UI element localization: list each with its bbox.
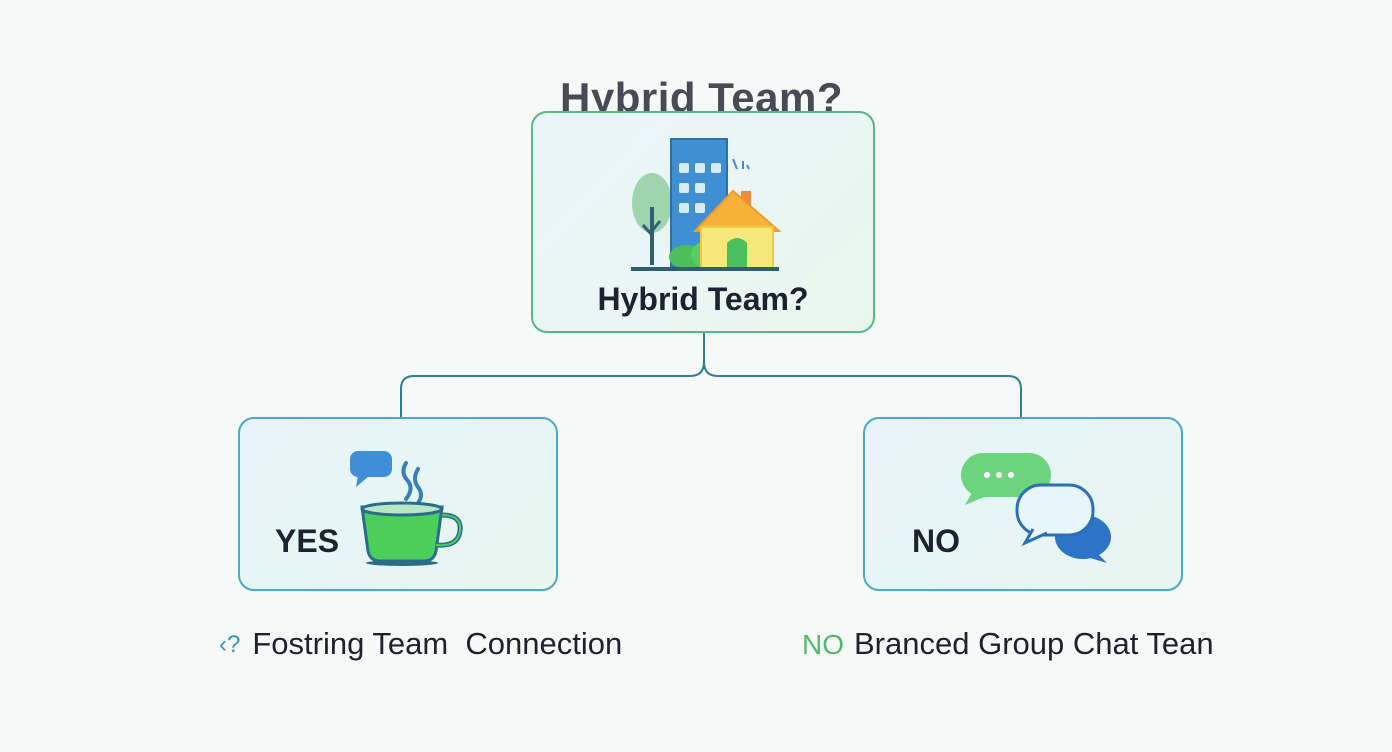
no-caption-prefix: NO [802,629,844,660]
connector-root-to-branches [400,333,1022,417]
yes-node-label: YES [275,523,340,559]
no-node: NO [863,417,1183,591]
building-house-icon [629,135,789,280]
yes-caption-prefix: ‹? [219,631,241,658]
root-node-label: Hybrid Team? [597,281,809,317]
no-caption-text: Branced Group Chat Tean [854,626,1214,661]
yes-caption: ‹? Fostring Team Connection [219,626,622,662]
no-node-label: NO [912,523,960,559]
no-caption: NO Branced Group Chat Tean [802,626,1214,662]
yes-node: YES [238,417,558,591]
chat-bubbles-icon [959,449,1119,574]
coffee-chat-icon [348,449,468,574]
root-node: Hybrid Team? [531,111,875,333]
yes-caption-text: Fostring Team Connection [252,626,623,661]
